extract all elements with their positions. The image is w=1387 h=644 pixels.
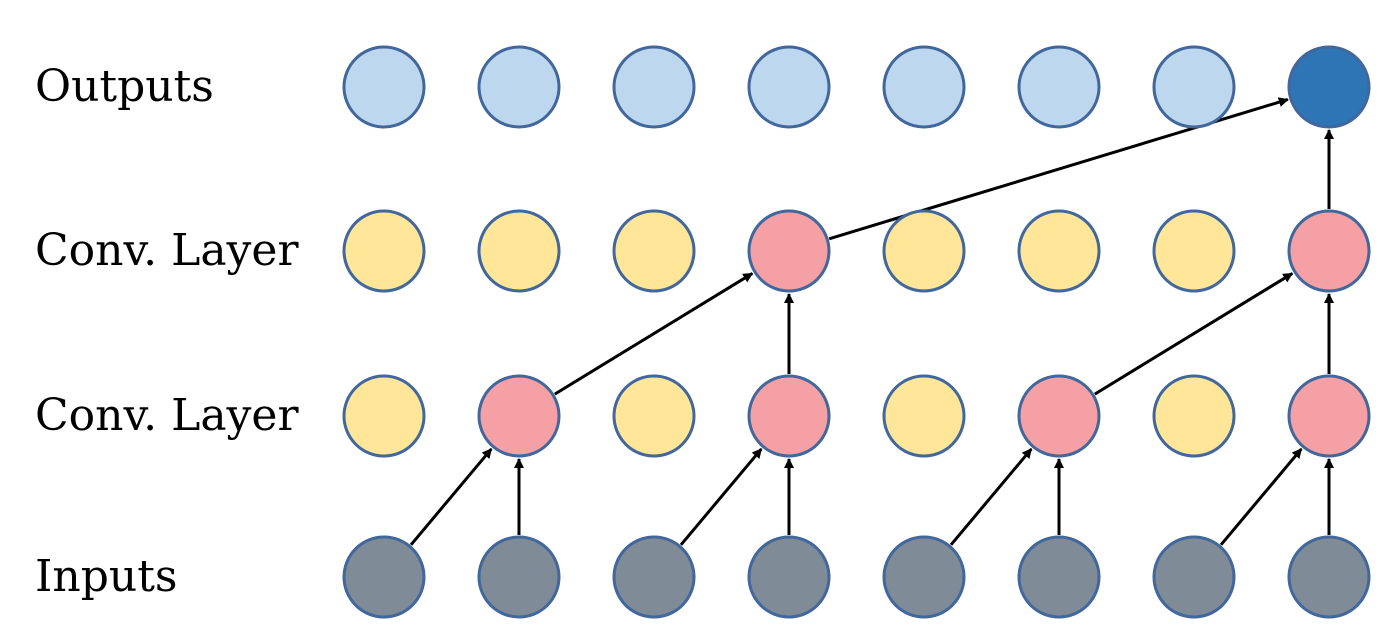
node-inputs-3	[747, 535, 831, 619]
node-conv2-1	[477, 209, 561, 293]
node-inputs-0	[342, 535, 426, 619]
edge-inputs-4-to-conv1-5	[949, 447, 1033, 546]
node-outputs-7	[1287, 45, 1371, 129]
node-conv2-6	[1152, 209, 1236, 293]
node-conv1-0	[342, 374, 426, 458]
edge-conv1-1-to-conv2-3	[554, 272, 754, 396]
node-inputs-7	[1287, 535, 1371, 619]
node-inputs-4	[882, 535, 966, 619]
node-outputs-4	[882, 45, 966, 129]
node-conv2-4	[882, 209, 966, 293]
node-conv1-2	[612, 374, 696, 458]
nodes-layer	[342, 45, 1371, 619]
node-outputs-6	[1152, 45, 1236, 129]
node-conv2-2	[612, 209, 696, 293]
node-conv2-0	[342, 209, 426, 293]
node-conv1-1	[477, 374, 561, 458]
row-label-conv-layer-2: Conv. Layer	[35, 225, 299, 276]
node-conv2-7	[1287, 209, 1371, 293]
node-conv2-5	[1017, 209, 1101, 293]
node-inputs-5	[1017, 535, 1101, 619]
row-label-conv-layer-1: Conv. Layer	[35, 390, 299, 441]
edge-inputs-0-to-conv1-1	[409, 447, 493, 546]
node-inputs-1	[477, 535, 561, 619]
node-conv1-5	[1017, 374, 1101, 458]
node-inputs-6	[1152, 535, 1236, 619]
row-label-outputs: Outputs	[35, 61, 214, 112]
node-outputs-3	[747, 45, 831, 129]
node-conv1-4	[882, 374, 966, 458]
row-label-inputs: Inputs	[35, 551, 178, 602]
node-conv1-3	[747, 374, 831, 458]
node-outputs-5	[1017, 45, 1101, 129]
node-conv1-7	[1287, 374, 1371, 458]
edge-conv1-5-to-conv2-7	[1094, 272, 1294, 396]
node-inputs-2	[612, 535, 696, 619]
edge-inputs-6-to-conv1-7	[1219, 447, 1303, 546]
edge-inputs-2-to-conv1-3	[679, 447, 763, 546]
node-conv1-6	[1152, 374, 1236, 458]
node-outputs-0	[342, 45, 426, 129]
edges-layer	[409, 97, 1334, 546]
node-outputs-1	[477, 45, 561, 129]
node-conv2-3	[747, 209, 831, 293]
node-outputs-2	[612, 45, 696, 129]
